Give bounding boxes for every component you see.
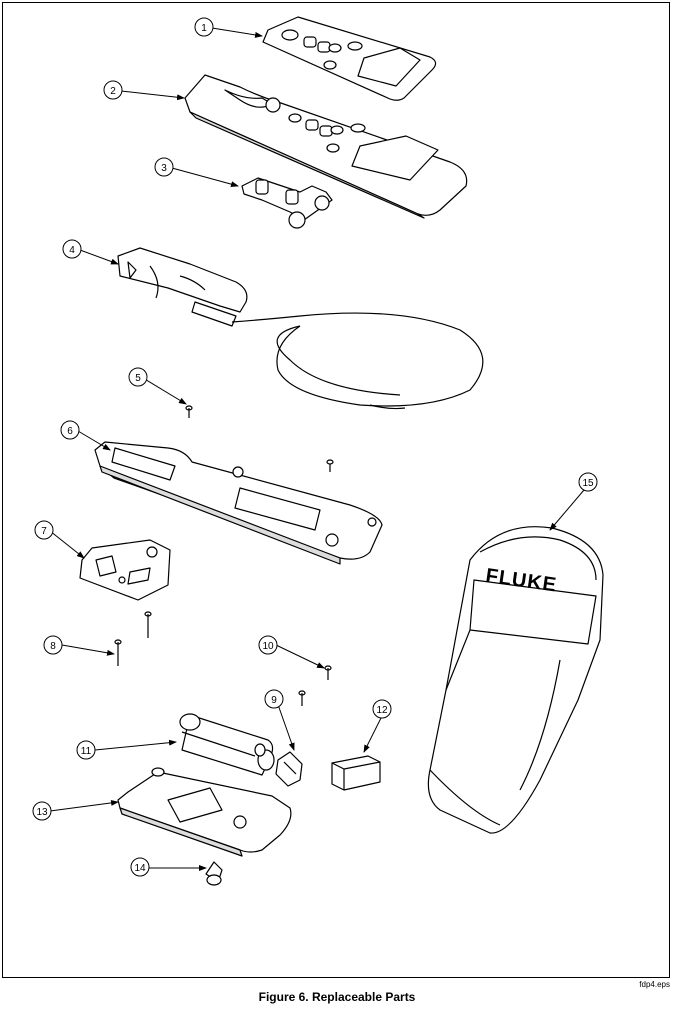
part-batteries [179,713,275,776]
callout-7: 7 [34,520,54,540]
part-foam-block [331,755,381,791]
callout-5: 5 [128,367,148,387]
callout-4: 4 [62,239,82,259]
svg-text:1: 1 [201,23,207,34]
part-battery-door [117,767,292,857]
callout-15: 15 [578,472,598,492]
callout-14: 14 [130,857,150,877]
callout-markers: 1 2 3 4 5 6 7 8 9 10 11 12 13 14 15 [32,17,598,877]
svg-text:6: 6 [67,426,73,437]
svg-text:9: 9 [271,695,277,706]
callout-9: 9 [264,689,284,709]
callout-13: 13 [32,801,52,821]
svg-text:14: 14 [134,863,146,874]
svg-text:3: 3 [161,163,167,174]
part-screw-5 [185,405,193,418]
callout-12: 12 [372,699,392,719]
part-overlay [262,16,437,101]
callout-6: 6 [60,420,80,440]
part-input-block [79,539,171,601]
callout-8: 8 [43,635,63,655]
part-current-clamp [117,247,484,410]
svg-text:4: 4 [69,245,75,256]
callout-2: 2 [103,80,123,100]
part-screws-8 [114,611,152,666]
file-tag: fdp4.eps [639,980,670,989]
figure-caption: Figure 6. Replaceable Parts [258,990,416,1004]
svg-text:8: 8 [50,641,56,652]
part-door-screw [205,861,223,886]
callout-3: 3 [154,157,174,177]
callout-1: 1 [194,17,214,37]
part-bottom-case [94,441,383,565]
exploded-parts-diagram: FLUKE 1 2 3 4 5 6 7 8 9 10 11 12 13 14 1… [32,16,604,886]
part-keypad [241,177,333,229]
svg-text:10: 10 [262,641,274,652]
svg-text:5: 5 [135,373,141,384]
svg-text:7: 7 [41,526,47,537]
figure-frame [2,2,670,978]
svg-text:11: 11 [81,746,92,757]
part-soft-case [427,526,604,834]
svg-text:13: 13 [36,807,48,818]
svg-text:12: 12 [376,705,388,716]
part-battery-contact [275,751,303,787]
callout-11: 11 [76,740,96,760]
leader-lines [49,27,585,871]
part-screws-10 [298,665,332,706]
callout-10: 10 [258,635,278,655]
part-top-case [184,74,468,219]
svg-text:2: 2 [110,86,116,97]
svg-text:15: 15 [582,478,594,489]
